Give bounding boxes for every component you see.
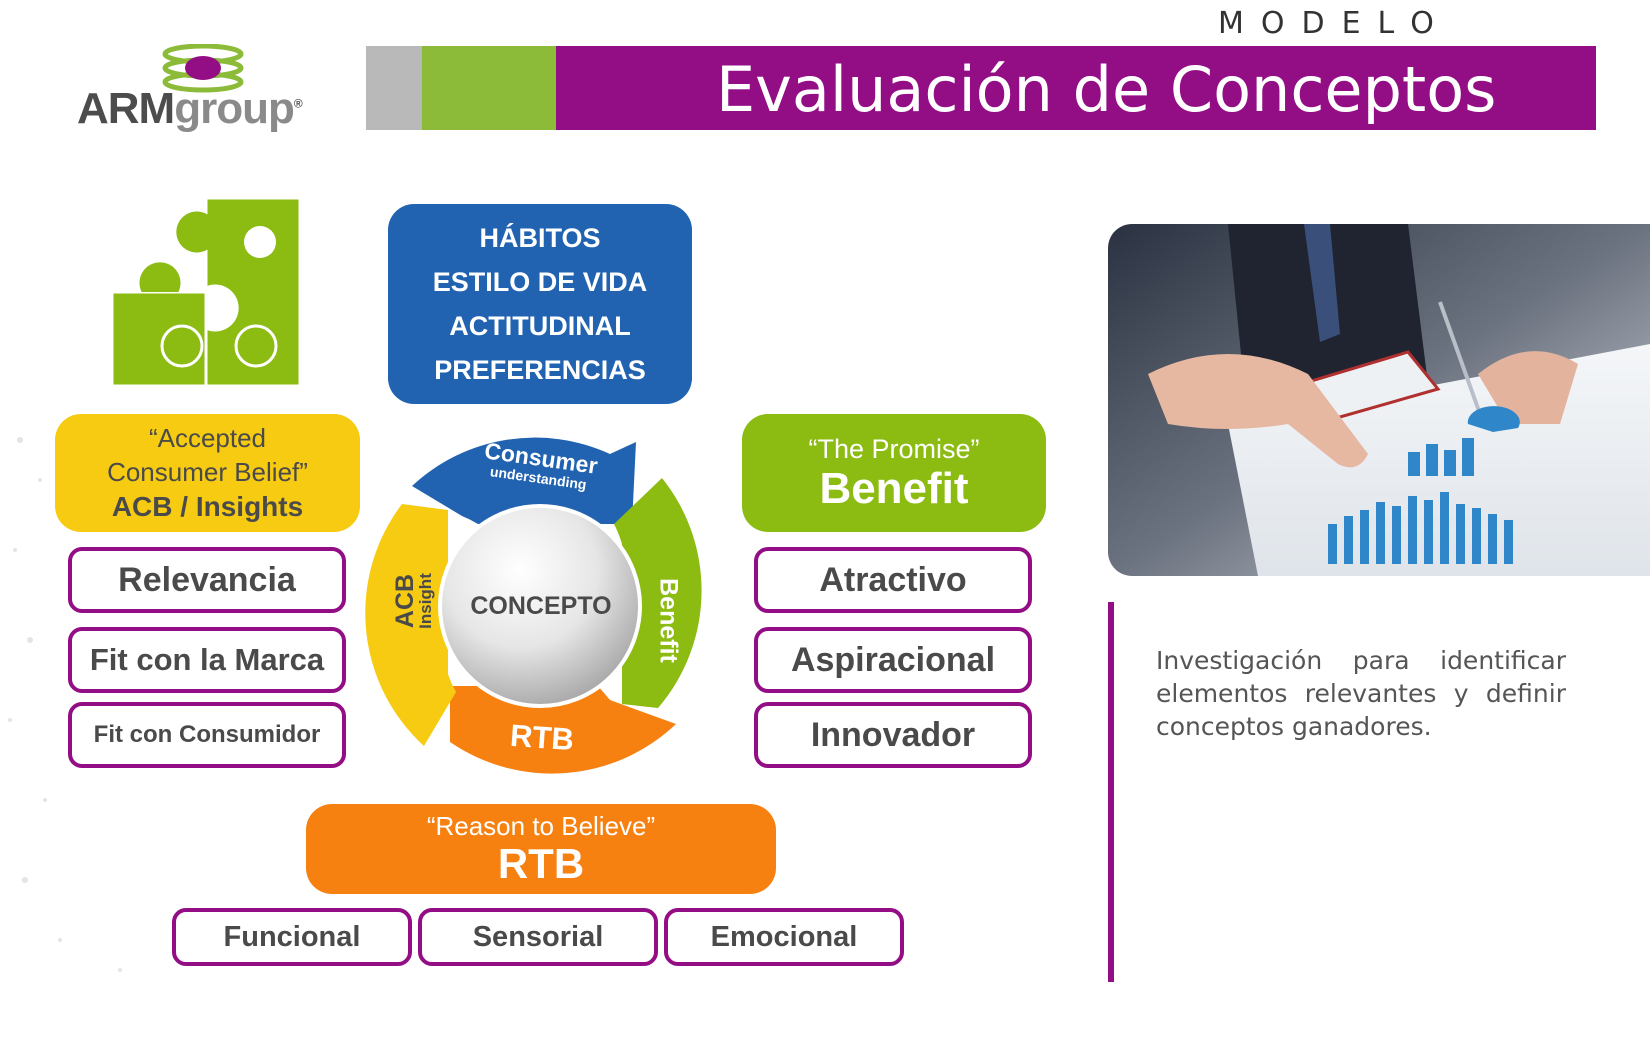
acb-item-relevancia: Relevancia: [68, 547, 346, 613]
segment-rtb: [450, 686, 676, 774]
header-bar-green: [422, 46, 556, 130]
rtb-item-funcional: Funcional: [172, 908, 412, 966]
logo-arm: ARM: [77, 84, 175, 133]
habitos-line: PREFERENCIAS: [434, 355, 646, 385]
logo-registered: ®: [293, 96, 303, 111]
logo-group: group: [174, 84, 295, 133]
habitos-box: HÁBITOS ESTILO DE VIDA ACTITUDINAL PREFE…: [388, 204, 692, 404]
rtb-quote: “Reason to Believe”: [426, 811, 656, 841]
cycle-left-label: ACB Insight: [391, 541, 435, 661]
segment-acb: [365, 504, 456, 746]
segment-benefit: [614, 478, 702, 708]
habitos-line: HÁBITOS: [479, 223, 601, 253]
benefit-subtitle: Benefit: [819, 464, 969, 513]
cycle-bottom-label: RTB: [509, 717, 576, 758]
segment-consumer: [412, 437, 636, 524]
acb-item-fit-marca: Fit con la Marca: [68, 627, 346, 693]
cycle-left-line2: Insight: [416, 573, 435, 629]
business-photo: [1108, 224, 1650, 576]
benefit-quote: “The Promise”: [808, 434, 980, 464]
divider-line: [1108, 602, 1114, 982]
arm-logo-icon: [162, 44, 244, 93]
benefit-item-aspiracional: Aspiracional: [754, 627, 1032, 693]
cycle-left-line1: ACB: [391, 573, 419, 629]
rtb-subtitle: RTB: [497, 840, 585, 887]
puzzle-icon: [110, 196, 302, 388]
header-bar-purple: [556, 46, 1596, 130]
benefit-item-atractivo: Atractivo: [754, 547, 1032, 613]
acb-box: “Accepted Consumer Belief” ACB / Insight…: [55, 414, 360, 532]
concepto-sphere: [438, 504, 642, 708]
habitos-line: ESTILO DE VIDA: [432, 267, 648, 297]
habitos-line: ACTITUDINAL: [449, 311, 631, 341]
cycle-right-label: Benefit: [654, 578, 683, 663]
acb-quote-line1: “Accepted: [148, 423, 267, 453]
page-title: Evaluación de Conceptos: [716, 53, 1497, 126]
header-bar-gray: [366, 46, 422, 130]
cycle-center-label: CONCEPTO: [470, 592, 612, 620]
rtb-item-emocional: Emocional: [664, 908, 904, 966]
eyebrow-modelo: MODELO: [1218, 6, 1451, 41]
benefit-box: “The Promise” Benefit: [742, 414, 1046, 532]
acb-quote-line2: Consumer Belief”: [107, 457, 308, 487]
acb-item-fit-consumidor: Fit con Consumidor: [68, 702, 346, 768]
rtb-box: “Reason to Believe” RTB: [306, 804, 776, 894]
benefit-item-innovador: Innovador: [754, 702, 1032, 768]
concept-cycle: [365, 437, 702, 774]
rtb-item-sensorial: Sensorial: [418, 908, 658, 966]
description-text: Investigación para identificar elementos…: [1156, 646, 1566, 741]
acb-subtitle: ACB / Insights: [111, 491, 304, 522]
arm-logo-text: ARMgroup®: [77, 84, 303, 134]
